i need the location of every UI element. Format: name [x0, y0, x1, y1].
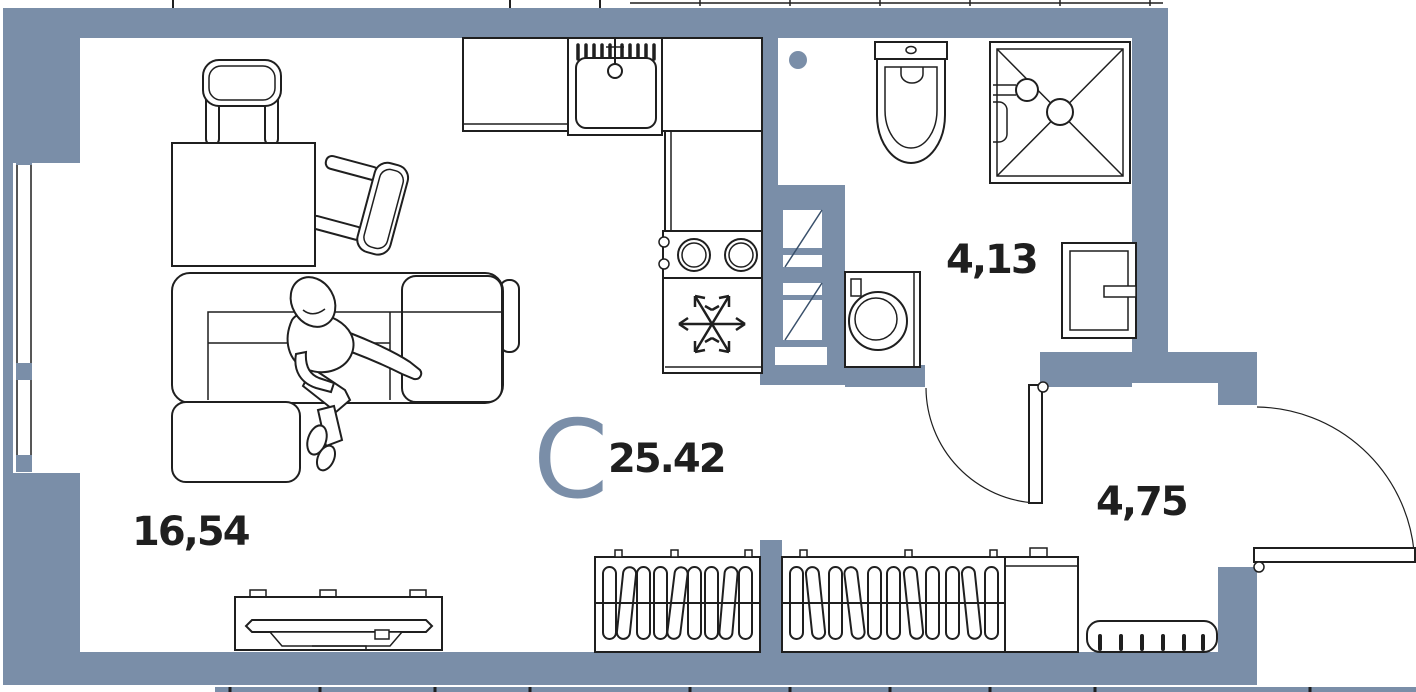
bathroom-door-hinge [1037, 381, 1049, 393]
bathroom-area-label: 4,13 [946, 237, 1037, 283]
wall-bottom-left-block [3, 473, 80, 685]
person-arm [294, 350, 336, 394]
drain-point-dot [789, 51, 807, 69]
wardrobe-left [594, 549, 761, 653]
furniture-group [171, 37, 1218, 653]
snowflake-icon [678, 294, 746, 354]
wall-bathroom-left-upper [762, 38, 778, 185]
bathroom-door-leaf [1028, 384, 1043, 504]
toilet [874, 41, 948, 164]
wall-bathroom-bottom-ext [1132, 352, 1257, 383]
bathroom-door [925, 381, 1049, 504]
wall-bathroom-right [1132, 38, 1168, 352]
entrance-door-arc [1256, 406, 1415, 552]
kitchen-counter [462, 37, 763, 232]
shoe-rack [1086, 620, 1218, 653]
wall-window-outer-strip [3, 163, 13, 473]
wall-bathroom-bottom-right [1040, 352, 1132, 387]
vent-slot-2 [783, 283, 822, 295]
neighbor-bottom-wall [215, 687, 1416, 692]
wall-bottom-band [3, 652, 1257, 685]
hallway-cabinet [1004, 547, 1079, 653]
person-foot [315, 444, 337, 472]
doors-group [925, 381, 1416, 573]
desk [171, 142, 316, 267]
window-mullion-bottom [16, 455, 32, 472]
wall-entry-jamb-lower [1218, 567, 1257, 652]
wall-top-band [3, 8, 1168, 38]
wardrobe-right [781, 549, 1006, 653]
living-room-area-label: 16,54 [132, 509, 249, 555]
window-frame [16, 151, 32, 472]
hangers [789, 566, 999, 640]
tv-screen [244, 619, 434, 633]
vent-opening-1 [783, 210, 822, 248]
person [286, 276, 423, 472]
bathroom-sink [1061, 242, 1137, 339]
bathroom-door-arc [925, 387, 1037, 504]
washing-machine [844, 271, 921, 368]
entrance-door-leaf [1253, 547, 1416, 563]
vent-opening-3 [775, 347, 827, 365]
shower-head-icon [1015, 78, 1039, 102]
kitchen-sink [567, 37, 663, 136]
hallway-area-label: 4,75 [1096, 479, 1187, 525]
stove [658, 230, 763, 279]
office-chair [202, 59, 282, 146]
entrance-door [1253, 406, 1416, 573]
shower [989, 41, 1131, 184]
refrigerator [662, 277, 763, 374]
neighbor-unit-marks [172, 0, 1416, 692]
total-area-label: 25.42 [608, 436, 725, 482]
hangers [602, 566, 753, 640]
tv-stand [234, 589, 443, 651]
unit-letter-label: C [533, 398, 608, 523]
window [16, 150, 32, 472]
window-mullion-middle [16, 363, 32, 380]
drainboard-bars [576, 43, 656, 61]
wall-under-washer [845, 365, 925, 387]
vent-shaft [775, 209, 827, 365]
vent-slot-1 [783, 255, 822, 267]
vent-diagonals [784, 209, 823, 341]
person-head [289, 276, 337, 328]
entrance-door-hinge [1253, 561, 1265, 573]
labels-group: C 25.42 16,54 4,13 4,75 [132, 237, 1189, 555]
wall-entry-jamb-upper [1218, 383, 1257, 405]
wall-wardrobe-divider [760, 540, 782, 652]
person-foot [306, 424, 328, 456]
faucet-icon [607, 63, 623, 79]
window-mullion-top [16, 150, 32, 165]
corner-sofa [171, 272, 520, 483]
lounge-chair [308, 154, 410, 256]
